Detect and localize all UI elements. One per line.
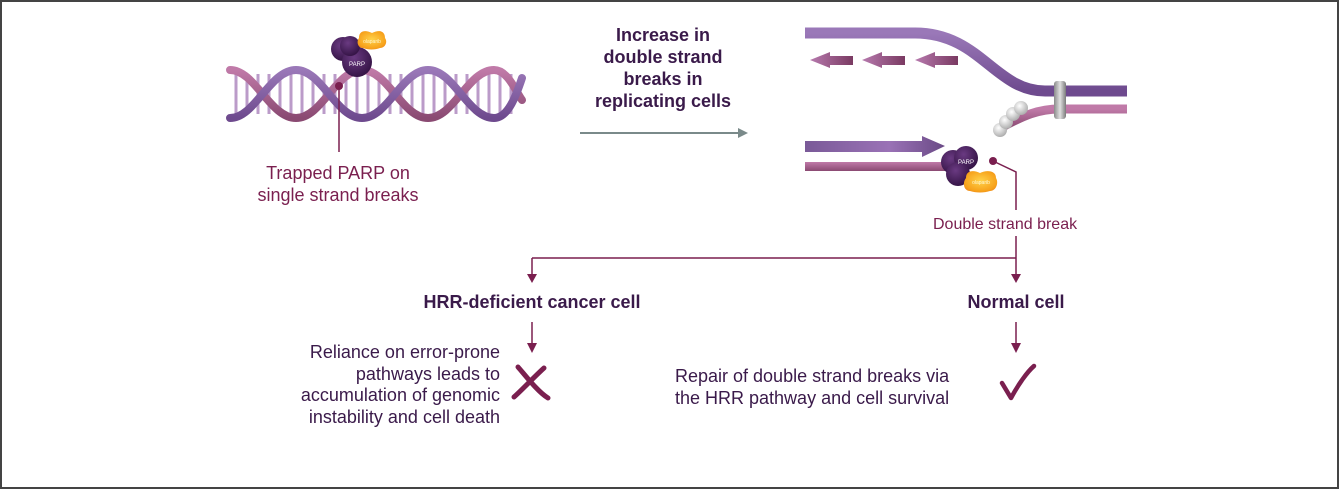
cancer-outcome-line-1: Reliance on error-prone (309, 342, 500, 362)
right-arrow-icon (805, 136, 945, 157)
cancer-outcome-text: Reliance on error-prone pathways leads t… (250, 342, 500, 428)
normal-outcome-text: Repair of double strand breaks via the H… (675, 366, 995, 409)
parp-olaparib-complex-left: PARP olaparib (331, 31, 387, 77)
arrowhead-cancer (527, 274, 537, 283)
double-strand-break-label: Double strand break (933, 216, 1078, 233)
ssb-caption: Trapped PARP on single strand breaks (238, 163, 438, 206)
olaparib-label-right: olaparib (972, 180, 990, 186)
top-strand (805, 27, 1127, 97)
cancer-cell-title: HRR-deficient cancer cell (423, 292, 641, 312)
heading-line-3: breaks in (623, 68, 703, 89)
cancer-outcome-line-2: pathways leads to (355, 363, 500, 384)
progression-arrow (580, 128, 748, 138)
dna-helix-illustration (226, 65, 526, 123)
cancer-outcome-line-3: accumulation of genomic (300, 385, 500, 406)
replication-fork-illustration (805, 27, 1127, 171)
polymerase-beads (993, 101, 1028, 137)
check-mark-icon (999, 363, 1037, 401)
parp-label-left: PARP (349, 62, 365, 68)
normal-outcome-line-1: Repair of double strand breaks via (675, 366, 950, 386)
branch-connectors (527, 236, 1021, 353)
parp-label-right: PARP (958, 160, 974, 166)
middle-heading: Increase in double strand breaks in repl… (578, 25, 748, 113)
ssb-pointer (335, 82, 343, 152)
parp-olaparib-complex-right: PARP olaparib (941, 146, 998, 193)
left-arrow-icon-2 (862, 52, 905, 68)
dsb-pointer (989, 157, 1017, 210)
arrowhead-normal (1011, 274, 1021, 283)
cross-mark-icon (511, 364, 551, 401)
dna-strand-pink (226, 65, 526, 123)
olaparib-label-left: olaparib (363, 39, 381, 45)
arrowhead-cancer-outcome (527, 343, 537, 353)
arrowhead-normal-outcome (1011, 343, 1021, 353)
left-arrow-icon-3 (915, 52, 958, 68)
cancer-outcome-line-4: instability and cell death (308, 406, 500, 427)
heading-line-2: double strand (603, 46, 723, 67)
sliding-clamp (1054, 81, 1066, 119)
heading-line-4: replicating cells (594, 90, 732, 111)
ssb-caption-line-2: single strand breaks (257, 184, 419, 205)
ssb-caption-line-1: Trapped PARP on (266, 163, 410, 183)
heading-line-1: Increase in (615, 25, 711, 45)
dna-strand-purple (226, 65, 526, 123)
normal-outcome-line-2: the HRR pathway and cell survival (675, 387, 950, 408)
lagging-strand (805, 162, 950, 171)
left-arrow-icon-1 (810, 52, 853, 68)
normal-cell-title: Normal cell (967, 292, 1065, 312)
